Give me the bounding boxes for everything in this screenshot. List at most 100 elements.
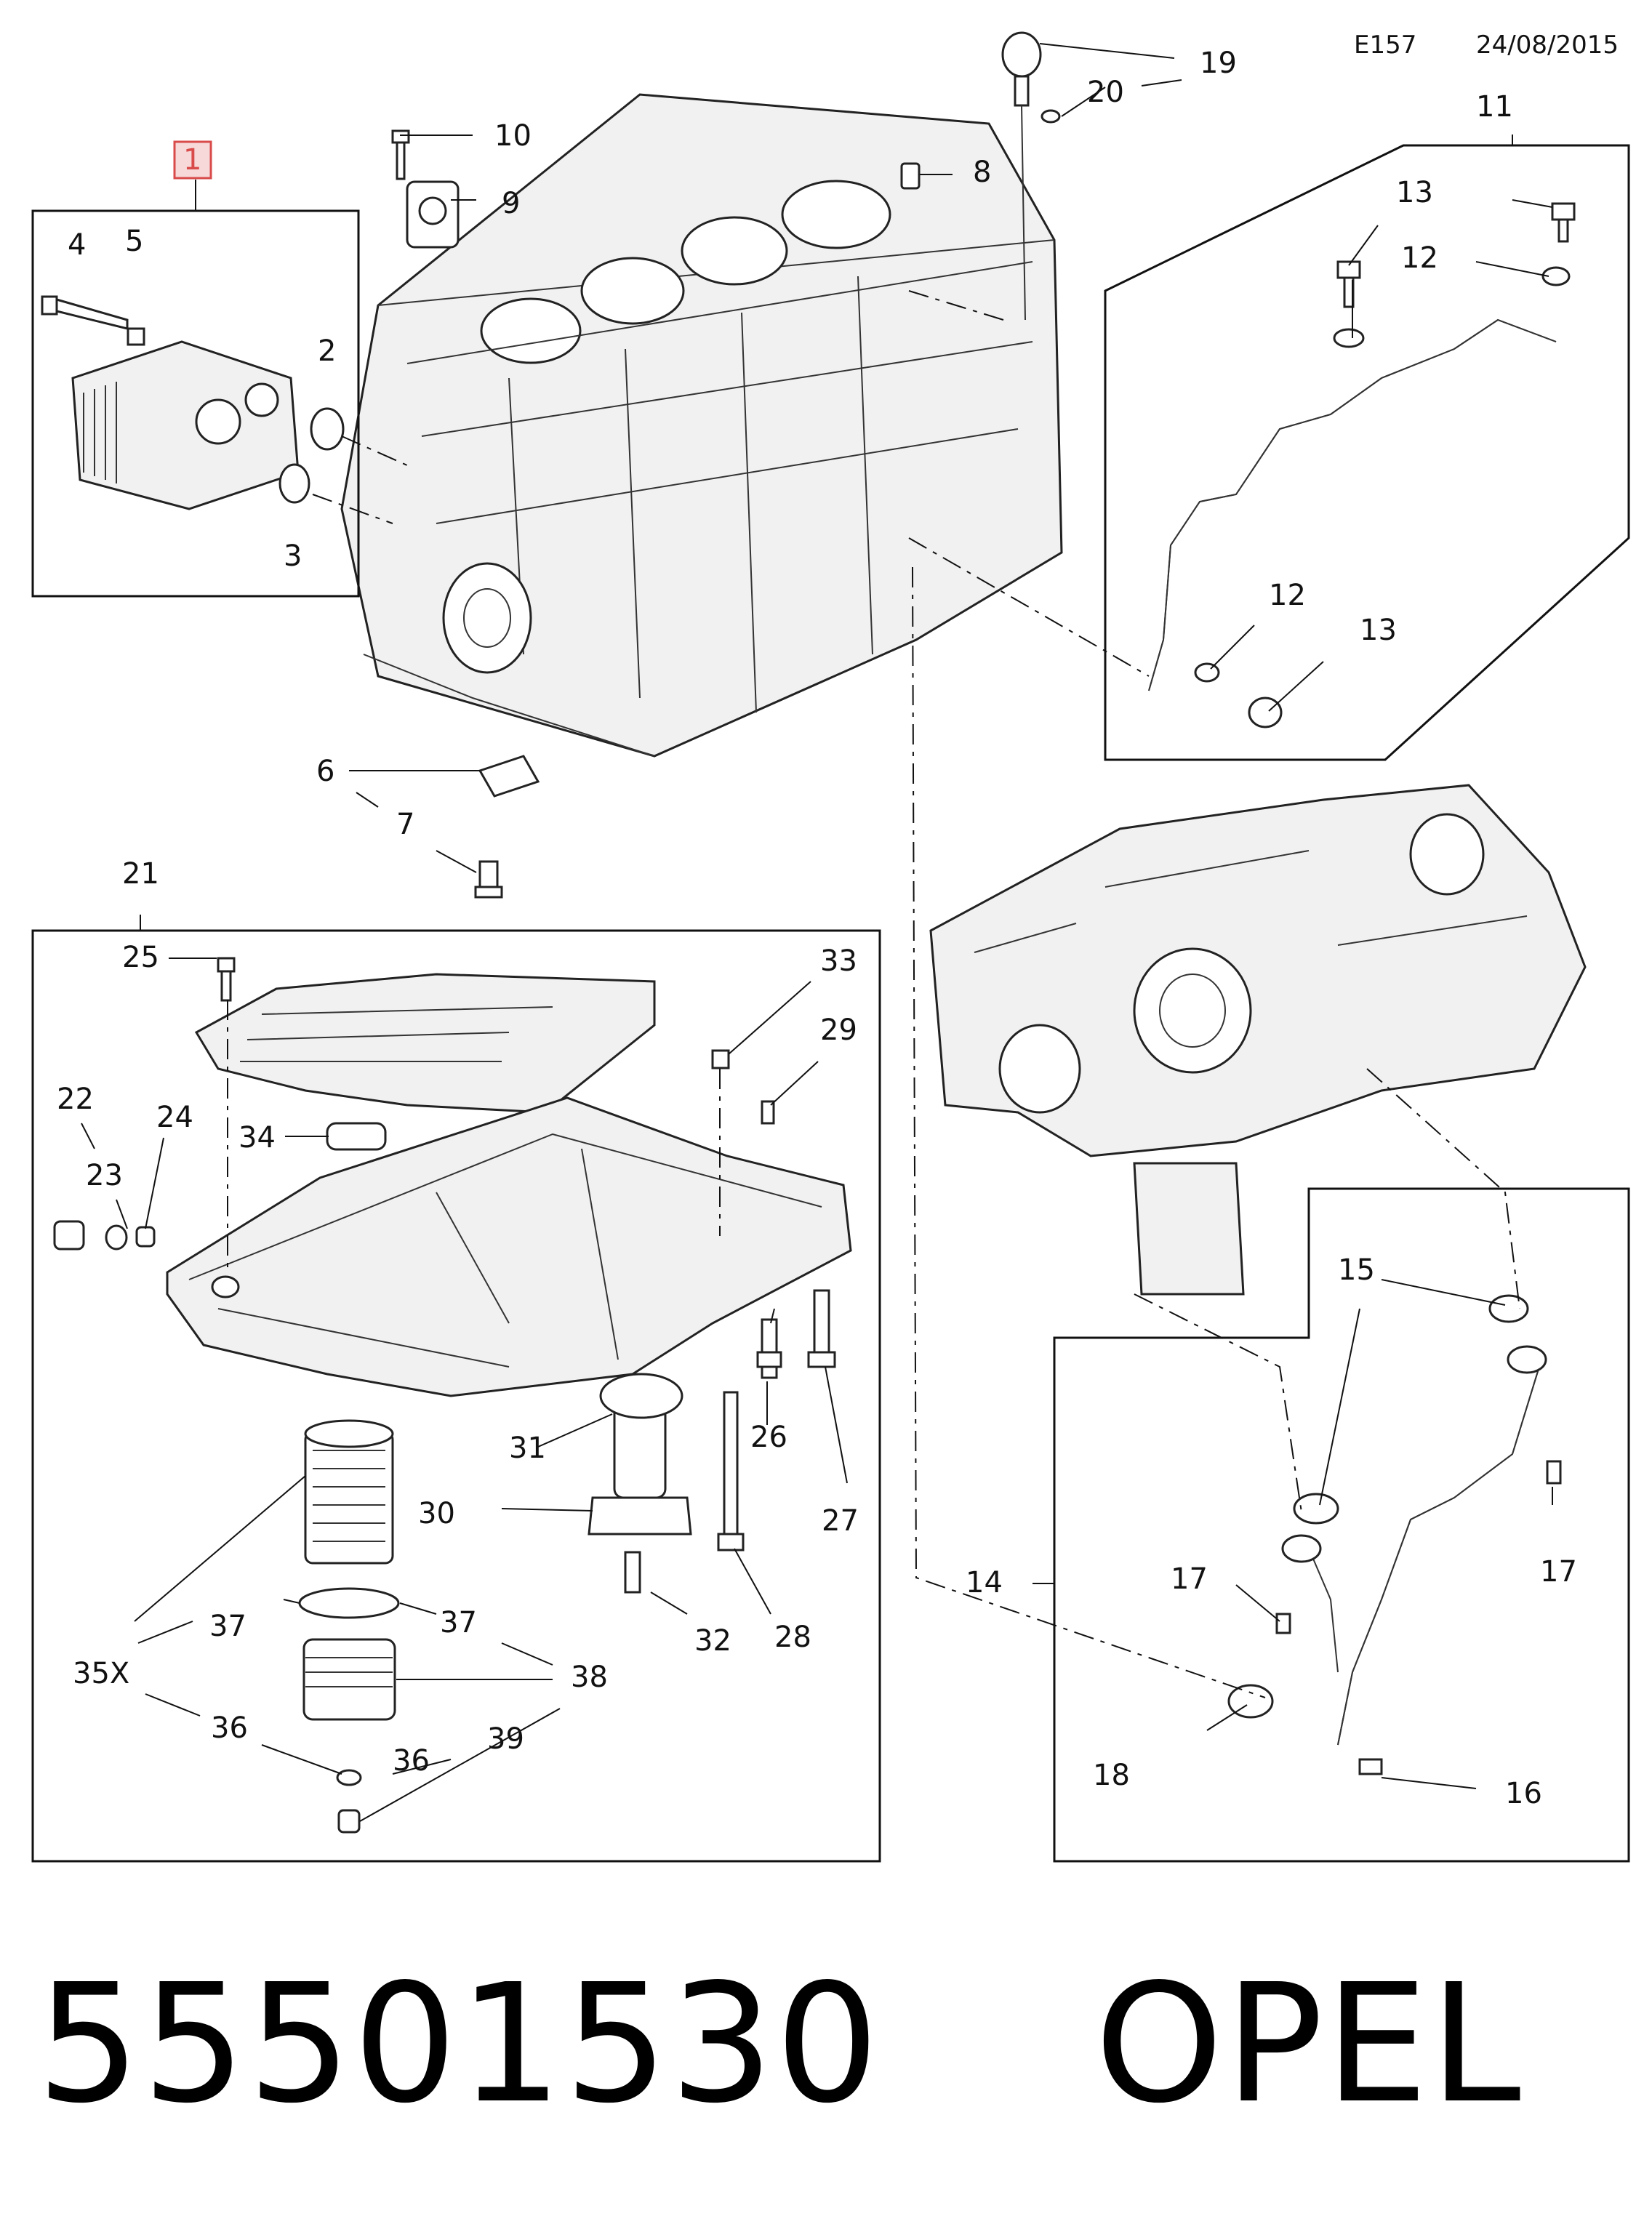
bolt-part-4 xyxy=(41,295,129,330)
callout-20: 20 xyxy=(1087,76,1124,109)
callout-36-left: 36 xyxy=(211,1711,248,1745)
callout-30: 30 xyxy=(418,1497,455,1530)
callout-39: 39 xyxy=(487,1722,524,1756)
diagram-code: E157 xyxy=(1354,31,1416,60)
callout-17-left: 17 xyxy=(1171,1562,1208,1596)
gasket-part-34 xyxy=(326,1122,387,1151)
bolt-part-16 xyxy=(1358,1758,1383,1775)
callout-10: 10 xyxy=(494,119,532,153)
callout-35x: 35X xyxy=(73,1657,129,1690)
callout-16: 16 xyxy=(1505,1777,1542,1810)
callout-1: 1 xyxy=(183,143,201,177)
callout-13-bottom: 13 xyxy=(1360,614,1397,647)
callout-37-left: 37 xyxy=(209,1610,246,1643)
bolt-part-17-right xyxy=(1546,1460,1562,1485)
callout-14: 14 xyxy=(966,1566,1003,1599)
callout-29: 29 xyxy=(820,1013,857,1047)
callout-11: 11 xyxy=(1476,90,1513,124)
callout-18: 18 xyxy=(1093,1759,1130,1792)
callout-33: 33 xyxy=(820,944,857,978)
bolt-part-7 xyxy=(474,860,503,899)
callout-34: 34 xyxy=(238,1121,276,1155)
leader-lines xyxy=(81,43,1553,1822)
callout-25: 25 xyxy=(122,941,159,974)
callout-21: 21 xyxy=(122,857,159,891)
callout-6: 6 xyxy=(316,755,334,788)
bolt-part-13-left xyxy=(1333,260,1365,348)
highlight-box-1 xyxy=(173,140,212,180)
group-box-11 xyxy=(1104,144,1630,761)
callout-3: 3 xyxy=(284,539,302,573)
callout-8: 8 xyxy=(973,156,991,189)
callout-22: 22 xyxy=(57,1083,94,1116)
baffle-plate-part xyxy=(194,973,656,1114)
washer-part-5 xyxy=(127,327,145,346)
brand-name: OPEL xyxy=(1094,1949,1523,2140)
callout-26: 26 xyxy=(750,1421,787,1454)
bolt-part-13-bottom xyxy=(1248,697,1283,728)
group-box-21 xyxy=(31,929,881,1863)
stud-part-29 xyxy=(761,1100,775,1125)
seal-part-3 xyxy=(278,463,310,504)
callout-9: 9 xyxy=(502,187,520,220)
callout-24: 24 xyxy=(156,1101,193,1134)
bolt-part-27 xyxy=(807,1289,836,1368)
filter-cap-part-38 xyxy=(302,1638,396,1721)
callout-38: 38 xyxy=(571,1661,608,1694)
oil-filter-part-35x xyxy=(304,1419,394,1565)
sensor-part-9 xyxy=(406,180,460,249)
bracket-part-6 xyxy=(478,755,540,798)
callout-5: 5 xyxy=(125,225,143,258)
bolt-part-32 xyxy=(624,1551,641,1594)
gasket-part-15 xyxy=(1488,1294,1547,1374)
footer-spacer xyxy=(881,1949,1094,2140)
oil-pan-part xyxy=(166,1096,852,1397)
engine-block xyxy=(340,93,1063,758)
drain-plug-part-22 xyxy=(53,1220,85,1251)
callout-28: 28 xyxy=(774,1621,811,1654)
plug-part-8 xyxy=(900,162,921,190)
seal-part-2 xyxy=(310,407,345,451)
seal-part-12-top xyxy=(1541,266,1571,286)
o-ring-part-36 xyxy=(336,1769,362,1786)
callout-12-bottom: 12 xyxy=(1269,579,1306,612)
callout-32: 32 xyxy=(694,1624,731,1658)
dipstick-part-19 xyxy=(1001,31,1061,321)
callout-36-right: 36 xyxy=(393,1744,430,1778)
part-number: 55501530 xyxy=(36,1949,881,2140)
bolt-part-25 xyxy=(217,957,236,1002)
seal-ring-part-37 xyxy=(298,1587,400,1619)
callout-4: 4 xyxy=(68,228,86,262)
callout-12-top: 12 xyxy=(1401,241,1438,275)
seal-part-31 xyxy=(599,1373,683,1419)
callout-31: 31 xyxy=(509,1432,546,1465)
callout-27: 27 xyxy=(822,1504,859,1538)
turbocharger xyxy=(929,784,1587,1296)
diagram-date: 24/08/2015 xyxy=(1476,31,1619,60)
plug-part-24 xyxy=(135,1226,156,1248)
oil-cooler-part-1 xyxy=(71,340,300,510)
drain-plug-part-39 xyxy=(337,1809,361,1834)
pipe-part-11 xyxy=(1148,318,1557,691)
callout-13-top: 13 xyxy=(1396,176,1433,209)
seal-part-12-bottom xyxy=(1194,662,1220,683)
callout-23: 23 xyxy=(86,1159,123,1192)
group-box-14 xyxy=(1053,1187,1630,1863)
callout-7: 7 xyxy=(396,808,414,841)
callout-17-right: 17 xyxy=(1540,1555,1577,1589)
pipe-part-14 xyxy=(1308,1359,1542,1746)
washer-part-23 xyxy=(105,1224,128,1251)
callouts: 1 2 3 4 5 6 7 8 9 10 11 12 12 13 13 14 1… xyxy=(57,47,1577,1810)
bolt-part-10 xyxy=(391,129,410,180)
bolt-part-28 xyxy=(717,1391,745,1551)
nut-part-33 xyxy=(711,1049,730,1069)
bolt-part-26 xyxy=(756,1318,782,1379)
bolt-part-13-top xyxy=(1551,202,1576,243)
bolt-part-17-left xyxy=(1275,1613,1291,1634)
callout-37-right: 37 xyxy=(440,1606,477,1639)
part-number-footer: 55501530 OPEL xyxy=(36,1963,1523,2127)
callout-15: 15 xyxy=(1338,1253,1375,1287)
callout-19: 19 xyxy=(1200,47,1237,80)
gasket-part-15-lower xyxy=(1281,1493,1339,1563)
